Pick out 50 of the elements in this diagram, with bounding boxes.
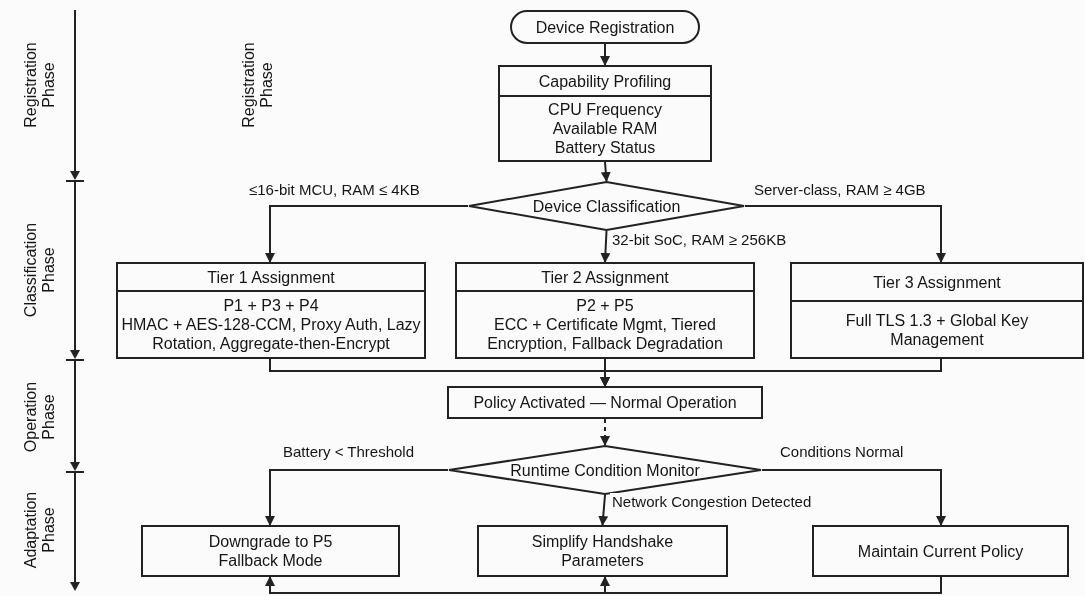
edge-label: Conditions Normal bbox=[778, 443, 906, 460]
dashed-arrow bbox=[600, 418, 610, 446]
box-title: Tier 1 Assignment bbox=[207, 267, 335, 287]
decision-diamond bbox=[468, 181, 745, 231]
box-title: Tier 3 Assignment bbox=[873, 272, 1001, 292]
edge-label: 32-bit SoC, RAM ≥ 256KB bbox=[610, 231, 789, 248]
box-text: Device Registration bbox=[535, 17, 675, 37]
arrow bbox=[761, 469, 946, 526]
box-text: Downgrade to P5 Fallback Mode bbox=[207, 532, 334, 570]
process-box bbox=[116, 262, 426, 359]
decision-text: Device Classification bbox=[532, 196, 681, 216]
edge-label: Battery < Threshold bbox=[281, 443, 417, 460]
phase-label: Registration Phase bbox=[240, 41, 276, 130]
box-text: P1 + P3 + P4 bbox=[223, 296, 319, 315]
arrow bbox=[600, 230, 611, 263]
box-title: Capability Profiling bbox=[538, 71, 672, 91]
decision-text: Runtime Condition Monitor bbox=[510, 460, 700, 480]
process-box bbox=[790, 262, 1084, 359]
edge-label: Server-class, RAM ≥ 4GB bbox=[752, 181, 928, 198]
decision-diamond bbox=[448, 445, 762, 495]
process-box bbox=[447, 386, 763, 419]
phase-label: Adaptation Phase bbox=[22, 490, 58, 571]
box-text: ECC + Certificate Mgmt, Tiered Encryption, Fallback Degradation bbox=[486, 315, 724, 353]
box-text: Simplify Handshake Parameters bbox=[530, 532, 675, 570]
phase-label: Classification Phase bbox=[22, 221, 58, 320]
arrow bbox=[600, 161, 611, 182]
process-box bbox=[141, 525, 400, 577]
phase-label: Registration Phase bbox=[22, 41, 58, 130]
arrow bbox=[744, 205, 946, 263]
box-text: P2 + P5 bbox=[576, 296, 634, 315]
edge-label: Network Congestion Detected bbox=[610, 493, 814, 510]
terminal-box bbox=[510, 10, 700, 44]
process-box bbox=[812, 525, 1069, 577]
phase-label: Operation Phase bbox=[22, 380, 58, 455]
process-box bbox=[455, 262, 755, 359]
arrow bbox=[265, 205, 469, 263]
box-text: Maintain Current Policy bbox=[857, 541, 1024, 561]
process-box bbox=[477, 525, 728, 577]
arrow bbox=[600, 576, 942, 594]
box-text: CPU Frequency Available RAM Battery Status bbox=[547, 100, 663, 157]
arrow bbox=[600, 43, 610, 66]
box-text: Policy Activated — Normal Operation bbox=[473, 393, 737, 412]
arrow bbox=[265, 469, 449, 526]
process-box bbox=[498, 65, 712, 162]
box-title: Tier 2 Assignment bbox=[541, 267, 669, 287]
edge-label: ≤16-bit MCU, RAM ≤ 4KB bbox=[247, 181, 422, 198]
arrow bbox=[598, 494, 609, 526]
box-text: Full TLS 1.3 + Global Key Management bbox=[844, 310, 1030, 349]
arrow bbox=[600, 358, 942, 387]
box-text: HMAC + AES-128-CCM, Proxy Auth, Lazy Rotation, Aggregate-then-Encrypt bbox=[121, 315, 421, 353]
